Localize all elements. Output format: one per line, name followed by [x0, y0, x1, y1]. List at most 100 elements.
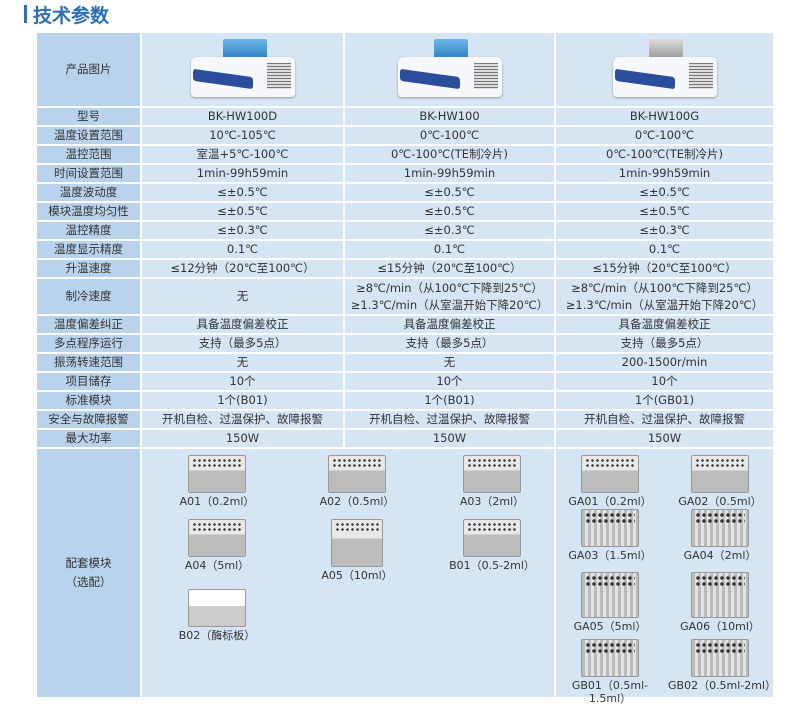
- cell: 150W: [343, 428, 556, 449]
- module-block-icon: [188, 455, 246, 493]
- modules-a-cell: A01（0.2ml） A02（0.5ml） A03（2ml） A04（5ml） A05（…: [140, 447, 556, 699]
- module-item: GA02（0.5ml）: [668, 455, 772, 508]
- table-row: 多点程序运行支持（最多5点）支持（最多5点）支持（最多5点）: [35, 333, 775, 354]
- cell: BK-HW100G: [554, 106, 775, 127]
- row-label: 最大功率: [35, 428, 142, 449]
- cell: 具备温度偏差校正: [343, 314, 556, 335]
- module-item: GB02（0.5ml-2ml）: [668, 639, 776, 692]
- module-label: GA04（2ml）: [683, 549, 757, 562]
- cell: BK-HW100: [343, 106, 556, 127]
- module-item: A02（0.5ml）: [312, 455, 402, 508]
- row-label: 温度显示精度: [35, 239, 142, 260]
- module-item: A05（10ml）: [312, 519, 402, 582]
- row-label: 标准模块: [35, 390, 142, 411]
- module-item: A03（2ml）: [447, 455, 537, 508]
- row-label: 温控范围: [35, 144, 142, 165]
- module-block-icon: [581, 455, 639, 493]
- cell: 1个(B01): [343, 390, 556, 411]
- cell: 开机自检、过温保护、故障报警: [554, 409, 775, 430]
- module-block-icon: [331, 519, 383, 567]
- cell: 150W: [140, 428, 345, 449]
- cell: 200-1500r/min: [554, 352, 775, 373]
- module-block-icon: [691, 572, 749, 618]
- cell: 具备温度偏差校正: [140, 314, 345, 335]
- cell: ≥8℃/min（从100℃下降到25℃）≥1.3℃/min（从室温开始下降20℃…: [554, 277, 775, 316]
- module-label: A02（0.5ml）: [319, 495, 395, 508]
- cell: 1个(GB01): [554, 390, 775, 411]
- cell: ≤15分钟（20℃至100℃）: [554, 258, 775, 279]
- module-block-icon: [691, 639, 749, 677]
- row-label: 项目储存: [35, 371, 142, 392]
- image-row: 产品图片: [35, 31, 775, 108]
- cell: 支持（最多5点）: [554, 333, 775, 354]
- module-item: A04（5ml）: [172, 519, 262, 572]
- module-block-icon: [463, 455, 521, 493]
- module-label: A04（5ml）: [184, 559, 250, 572]
- table-row: 制冷速度 无 ≥8℃/min（从100℃下降到25℃）≥1.3℃/min（从室温…: [35, 277, 775, 316]
- cell: 0℃-100℃(TE制冷片): [343, 144, 556, 165]
- module-block-icon: [463, 519, 521, 557]
- cell: ≤±0.5℃: [343, 182, 556, 203]
- cell: 1min-99h59min: [554, 163, 775, 184]
- cell: ≤15分钟（20℃至100℃）: [343, 258, 556, 279]
- cell: ≤12分钟（20℃至100℃）: [140, 258, 345, 279]
- row-label: 型号: [35, 106, 142, 127]
- cell: 支持（最多5点）: [140, 333, 345, 354]
- module-label: GB01（0.5ml-1.5ml）: [571, 679, 649, 705]
- module-label: B02（酶标板）: [178, 629, 256, 642]
- module-block-icon: [188, 519, 246, 557]
- cell: 0℃-100℃: [343, 125, 556, 146]
- title-bar: [24, 5, 27, 23]
- cell: 无: [140, 352, 345, 373]
- cell: 开机自检、过温保护、故障报警: [343, 409, 556, 430]
- module-label: GA05（5ml）: [573, 620, 647, 633]
- table-row: 模块温度均匀性≤±0.5℃≤±0.5℃≤±0.5℃: [35, 201, 775, 222]
- table-row: 温度波动度≤±0.5℃≤±0.5℃≤±0.5℃: [35, 182, 775, 203]
- cell: ≤±0.5℃: [554, 201, 775, 222]
- cell: ≤±0.5℃: [140, 182, 345, 203]
- cell: 支持（最多5点）: [343, 333, 556, 354]
- cell: 10个: [554, 371, 775, 392]
- row-label: 温度偏差纠正: [35, 314, 142, 335]
- row-label: 时间设置范围: [35, 163, 142, 184]
- module-label: GA02（0.5ml）: [678, 495, 762, 508]
- row-label: 温度设置范围: [35, 125, 142, 146]
- row-label: 振荡转速范围: [35, 352, 142, 373]
- module-label: GA01（0.2ml）: [568, 495, 652, 508]
- module-item: GA03（1.5ml）: [558, 509, 662, 562]
- cell: 无: [343, 352, 556, 373]
- module-label: A01（0.2ml）: [179, 495, 255, 508]
- cell: 0℃-100℃(TE制冷片): [554, 144, 775, 165]
- cell: 1min-99h59min: [343, 163, 556, 184]
- module-label: A03（2ml）: [459, 495, 525, 508]
- module-label: A05（10ml）: [321, 569, 393, 582]
- module-block-icon: [691, 509, 749, 547]
- module-item: GA01（0.2ml）: [558, 455, 662, 508]
- module-block-icon: [188, 589, 246, 627]
- row-label: 升温速度: [35, 258, 142, 279]
- cell: 10℃-105℃: [140, 125, 345, 146]
- product-image: [343, 31, 556, 108]
- modules-row: 配套模块（选配） A01（0.2ml）A02（0.5ml）A03（2ml）A04…: [35, 447, 776, 705]
- module-block-icon: [581, 509, 639, 547]
- module-block-icon: [581, 639, 639, 677]
- row-label: 制冷速度: [35, 277, 142, 316]
- module-block-icon: [581, 572, 639, 618]
- cell: 具备温度偏差校正: [554, 314, 775, 335]
- module-label: GB02（0.5ml-2ml）: [668, 679, 777, 692]
- cell: 室温+5℃-100℃: [140, 144, 345, 165]
- table-row: 安全与故障报警开机自检、过温保护、故障报警开机自检、过温保护、故障报警开机自检、…: [35, 409, 775, 430]
- row-label: 安全与故障报警: [35, 409, 142, 430]
- cell: ≤±0.5℃: [140, 201, 345, 222]
- cell: 0℃-100℃: [554, 125, 775, 146]
- module-item: B02（酶标板）: [172, 589, 262, 642]
- cell: ≥8℃/min（从100℃下降到25℃）≥1.3℃/min（从室温开始下降20℃…: [343, 277, 556, 316]
- cell: 0.1℃: [140, 239, 345, 260]
- cell: 1min-99h59min: [140, 163, 345, 184]
